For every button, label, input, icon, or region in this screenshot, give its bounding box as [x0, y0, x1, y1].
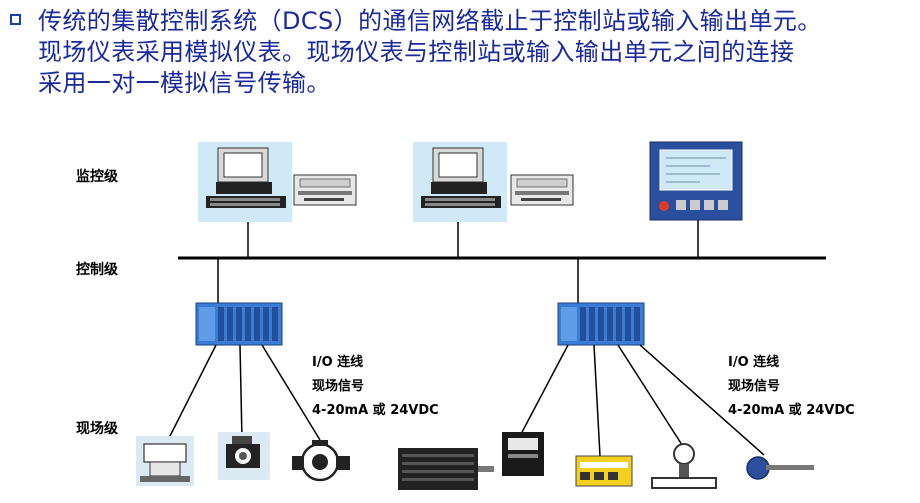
io-rack-icon [195, 302, 283, 346]
io-wire [617, 344, 685, 449]
io-label-left: I/O 连线 现场信号 4-20mA 或 24VDC [312, 351, 439, 423]
io-label-right: I/O 连线 现场信号 4-20mA 或 24VDC [728, 351, 855, 423]
io-left-line3: 4-20mA 或 24VDC [312, 403, 439, 418]
level-label-monitor: 监控级 [76, 169, 118, 185]
io-wire [593, 344, 601, 457]
bullet-line-3: 采用一对一模拟信号传输。 [38, 69, 331, 97]
square-bullet-icon [10, 14, 21, 25]
bullet-text: 传统的集散控制系统（DCS）的通信网络截止于控制站或输入输出单元。 现场仪表采用… [38, 6, 913, 99]
drive-icon [502, 432, 544, 476]
bullet-line-1: 传统的集散控制系统（DCS）的通信网络截止于控制站或输入输出单元。 [38, 7, 822, 35]
io-wire [167, 344, 217, 441]
terminal-board-icon [575, 455, 633, 487]
temperature-probe-icon [746, 456, 814, 480]
valve-actuator-icon [136, 436, 194, 486]
bullet-line-2: 现场仪表采用模拟仪表。现场仪表与控制站或输入输出单元之间的连接 [38, 38, 795, 66]
level-label-control: 控制级 [76, 262, 118, 278]
pump-icon [292, 440, 350, 482]
io-right-line2: 现场信号 [728, 379, 781, 394]
camera-sensor-icon [218, 432, 270, 480]
io-right-line1: I/O 连线 [728, 355, 780, 370]
workstation-icon [413, 142, 507, 222]
flowmeter-icon [651, 443, 717, 489]
io-rack-icon [557, 302, 645, 346]
operator-panel-icon [649, 141, 743, 221]
io-left-line1: I/O 连线 [312, 355, 364, 370]
io-right-line3: 4-20mA 或 24VDC [728, 403, 855, 418]
printer-icon [293, 174, 357, 206]
io-left-line2: 现场信号 [312, 379, 365, 394]
servo-motor-icon [398, 448, 494, 490]
printer-icon [510, 174, 574, 206]
io-wire [519, 344, 569, 437]
level-label-field: 现场级 [76, 421, 118, 437]
bullet-point: 传统的集散控制系统（DCS）的通信网络截止于控制站或输入输出单元。 现场仪表采用… [8, 6, 913, 99]
workstation-icon [198, 142, 292, 222]
io-wire [239, 344, 243, 441]
